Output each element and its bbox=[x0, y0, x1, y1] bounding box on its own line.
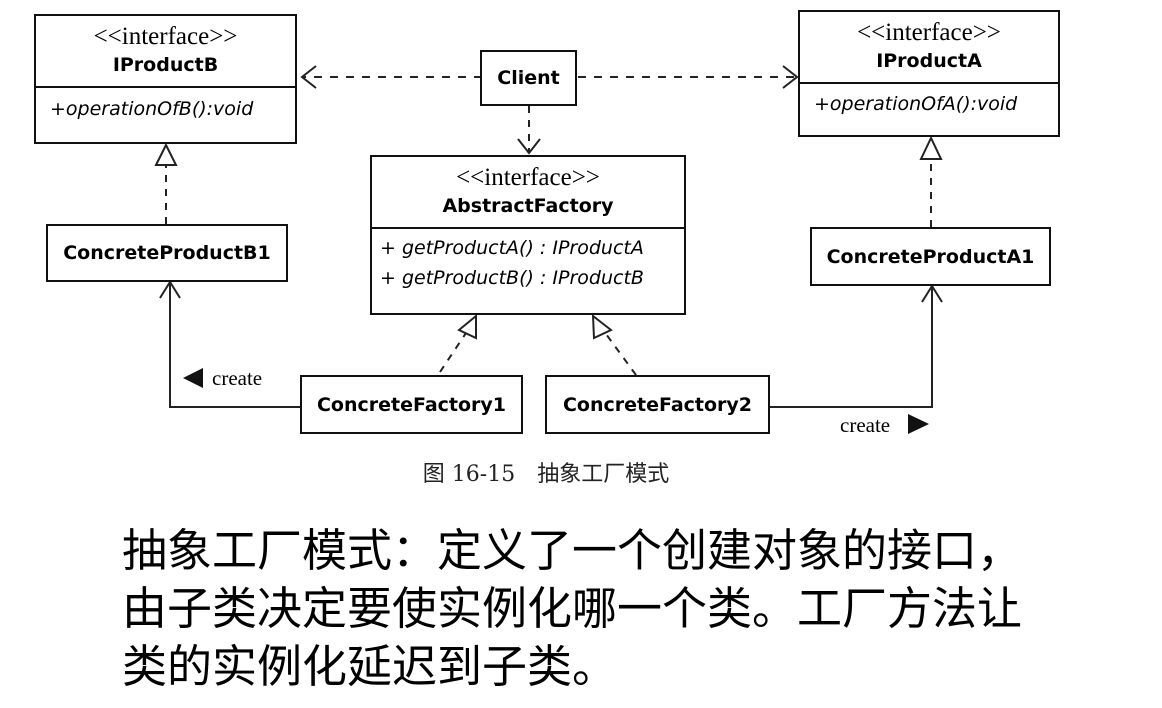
create-right-label: create bbox=[840, 413, 891, 437]
create-left-label: create bbox=[212, 366, 263, 390]
create-right-triangle-icon bbox=[908, 414, 929, 434]
concretefactory2-name: ConcreteFactory2 bbox=[562, 393, 753, 416]
iproductb-operation: +operationOfB():void bbox=[50, 98, 254, 120]
factory2-realization-line bbox=[605, 333, 637, 376]
iproducta-operations: +operationOfA():void bbox=[800, 82, 1058, 119]
abstractfactory-class: <<interface>> AbstractFactory + getProdu… bbox=[370, 155, 686, 315]
iproducta-operation: +operationOfA():void bbox=[814, 93, 1018, 115]
factory1-realization-line bbox=[439, 332, 467, 373]
producta1-realization-arrowhead bbox=[919, 135, 943, 160]
client-to-factory-arrowhead bbox=[517, 138, 541, 155]
create-left-triangle-icon bbox=[183, 368, 203, 388]
abstractfactory-name: AbstractFactory bbox=[442, 195, 614, 217]
iproducta-class: <<interface>> IProductA +operationOfA():… bbox=[798, 10, 1060, 137]
factory2-realization-arrowhead bbox=[591, 313, 613, 340]
client-name: Client bbox=[497, 67, 560, 89]
pattern-description: 抽象工厂模式：定义了一个创建对象的接口，由子类决定要使实例化哪一个类。工厂方法让… bbox=[122, 524, 1023, 693]
abstractfactory-operations: + getProductA() : IProductA + getProduct… bbox=[372, 227, 684, 293]
client-to-iproducta-arrowhead bbox=[782, 65, 799, 89]
iproductb-class: <<interface>> IProductB +operationOfB():… bbox=[34, 14, 297, 144]
client-class: Client bbox=[480, 50, 577, 106]
create-b1-arrowhead bbox=[159, 280, 181, 299]
concreteproductb1-name: ConcreteProductB1 bbox=[63, 242, 271, 264]
concreteproducta1-name: ConcreteProductA1 bbox=[826, 245, 1035, 268]
iproducta-name: IProductA bbox=[876, 50, 982, 72]
iproductb-stereotype: <<interface>> bbox=[93, 23, 238, 50]
figure-caption: 图 16-15 抽象工厂模式 bbox=[422, 462, 670, 487]
concretefactory1-name: ConcreteFactory1 bbox=[316, 393, 507, 416]
productb1-realization-arrowhead bbox=[154, 142, 178, 166]
concreteproducta1-class: ConcreteProductA1 bbox=[810, 227, 1051, 286]
client-to-iproductb-arrowhead bbox=[300, 65, 317, 89]
concretefactory1-class: ConcreteFactory1 bbox=[300, 375, 523, 434]
create-a1-arrowhead bbox=[921, 284, 943, 303]
abstractfactory-operation-b: + getProductB() : IProductB bbox=[380, 267, 644, 289]
factory1-realization-arrowhead bbox=[457, 313, 477, 340]
create-b1-line bbox=[169, 282, 302, 408]
uml-connectors bbox=[154, 65, 943, 434]
concretefactory2-class: ConcreteFactory2 bbox=[545, 375, 770, 434]
iproductb-name: IProductB bbox=[112, 54, 219, 76]
create-a1-line bbox=[770, 286, 933, 408]
concreteproductb1-class: ConcreteProductB1 bbox=[46, 224, 288, 282]
abstractfactory-operation-a: + getProductA() : IProductA bbox=[380, 237, 644, 259]
abstractfactory-stereotype: <<interface>> bbox=[456, 164, 600, 191]
iproducta-stereotype: <<interface>> bbox=[857, 19, 1001, 46]
iproductb-operations: +operationOfB():void bbox=[36, 86, 295, 124]
